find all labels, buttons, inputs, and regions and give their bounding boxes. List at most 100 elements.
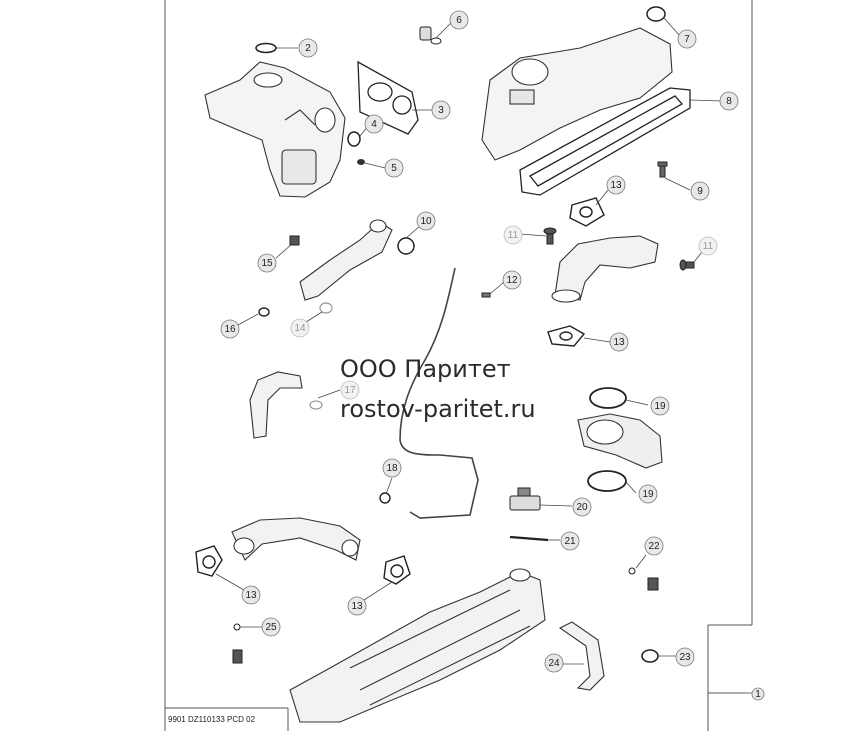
- callout-circle: [431, 100, 451, 120]
- callout-c13d: 13: [347, 596, 367, 616]
- callout-circle: [544, 653, 564, 673]
- gasket-8: [519, 87, 691, 196]
- callout-circle: [340, 380, 360, 400]
- sensor-tube: [399, 267, 479, 519]
- callout-label: 12: [506, 275, 518, 286]
- callout-c10: 10: [416, 211, 436, 231]
- egr-cooler-main: [289, 568, 546, 723]
- callout-circle: [449, 10, 469, 30]
- callout-label: 22: [648, 541, 660, 552]
- callout-c20: 20: [572, 497, 592, 517]
- bolt-11a: [543, 227, 557, 245]
- hose-24: [558, 621, 605, 691]
- callout-label: 14: [294, 323, 306, 334]
- callout-c19a: 19: [650, 396, 670, 416]
- callout-c5: 5: [384, 158, 404, 178]
- callout-circle: [503, 225, 523, 245]
- page-frame: [164, 0, 753, 731]
- callout-circle: [416, 211, 436, 231]
- o-ring-14: [319, 302, 333, 314]
- gasket-13d: [383, 555, 411, 585]
- callout-circle: [572, 497, 592, 517]
- callout-label: 19: [642, 489, 654, 500]
- leader-lines: [215, 17, 752, 694]
- callout-circle: [751, 687, 765, 701]
- callout-label: 21: [564, 536, 576, 547]
- callout-circle: [690, 181, 710, 201]
- fitting-12: [481, 292, 491, 298]
- callout-c12: 12: [502, 270, 522, 290]
- callout-label: 13: [245, 590, 257, 601]
- o-ring-18: [379, 492, 391, 504]
- callout-circle: [609, 332, 629, 352]
- callout-c9: 9: [690, 181, 710, 201]
- callout-circle: [290, 318, 310, 338]
- callout-circle: [606, 175, 626, 195]
- callout-c21: 21: [560, 531, 580, 551]
- callout-c2: 2: [298, 38, 318, 58]
- seal-5: [357, 159, 365, 165]
- o-ring-4: [347, 131, 361, 147]
- callout-c15: 15: [257, 253, 277, 273]
- callout-c7: 7: [677, 29, 697, 49]
- bolt-11b: [679, 259, 695, 271]
- callout-c13b: 13: [609, 332, 629, 352]
- callout-c13a: 13: [606, 175, 626, 195]
- o-ring-17b: [309, 400, 323, 410]
- gasket-13b: [547, 325, 586, 347]
- callout-c25: 25: [261, 617, 281, 637]
- callout-circle: [560, 531, 580, 551]
- callout-circle: [650, 396, 670, 416]
- callout-circle: [719, 91, 739, 111]
- o-ring-10b: [397, 237, 415, 255]
- callout-c6: 6: [449, 10, 469, 30]
- callout-c4: 4: [364, 114, 384, 134]
- callout-c13c: 13: [241, 585, 261, 605]
- connecting-pipe: [551, 235, 659, 303]
- callout-label: 8: [726, 96, 732, 107]
- callout-label: 4: [371, 119, 377, 130]
- coolant-pipe-17: [249, 371, 303, 439]
- callout-label: 11: [508, 230, 519, 241]
- seal-21: [509, 535, 549, 542]
- o-ring-19b: [587, 470, 627, 492]
- o-ring-19a: [589, 387, 627, 409]
- callout-label: 10: [420, 216, 432, 227]
- callout-c1: 1: [751, 687, 765, 701]
- callout-circle: [261, 617, 281, 637]
- gasket-13c: [195, 545, 223, 577]
- callout-label: 5: [391, 163, 397, 174]
- callout-circle: [502, 270, 522, 290]
- bolt-9: [657, 161, 668, 178]
- egr-pipe-10: [299, 219, 393, 301]
- callout-c24: 24: [544, 653, 564, 673]
- egr-cooler-upper: [481, 27, 673, 161]
- callout-circle: [698, 236, 718, 256]
- callout-label: 7: [684, 34, 690, 45]
- callout-c11a: 11: [503, 225, 523, 245]
- callout-label: 13: [613, 337, 625, 348]
- watermark-site: rostov-paritet.ru: [340, 395, 536, 423]
- callout-label: 3: [438, 105, 444, 116]
- sensor-15: [289, 235, 300, 246]
- callout-label: 17: [344, 385, 356, 396]
- callout-c14: 14: [290, 318, 310, 338]
- callout-label: 16: [224, 324, 236, 335]
- callout-label: 15: [261, 258, 273, 269]
- sensor-25: [232, 623, 243, 664]
- callout-c3: 3: [431, 100, 451, 120]
- watermark-company: ООО Паритет: [340, 355, 511, 383]
- callout-circle: [638, 484, 658, 504]
- footer-code: 9901 DZ110133 PCD 02: [168, 715, 256, 724]
- clamp-23: [641, 649, 659, 663]
- sensor-20: [509, 487, 541, 511]
- gasket-13a: [569, 197, 605, 227]
- plug-6: [419, 26, 442, 45]
- egr-pipe-lower: [231, 517, 361, 561]
- callout-label: 24: [548, 658, 560, 669]
- callout-c16: 16: [220, 319, 240, 339]
- callout-circle: [384, 158, 404, 178]
- o-ring-16: [258, 307, 270, 317]
